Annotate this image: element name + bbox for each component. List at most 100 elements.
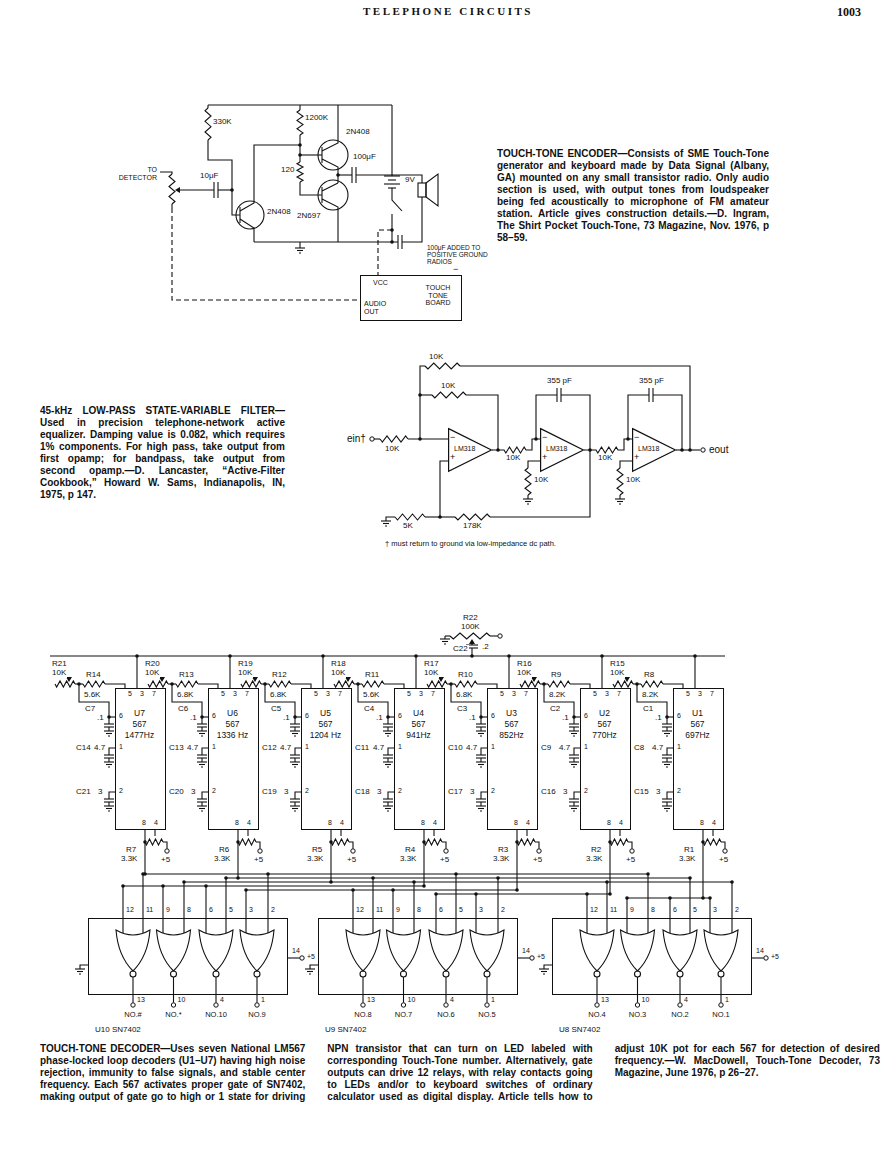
component-label: C22: [452, 645, 469, 654]
ground-symbol: [75, 968, 85, 969]
component-label: 10K: [597, 454, 613, 463]
resistor-symbol: [455, 681, 477, 687]
pin-number: 2: [734, 906, 740, 914]
pin-number: 2: [500, 906, 506, 914]
wire: [300, 182, 322, 195]
wire: [535, 842, 539, 849]
component-label: .2: [481, 643, 490, 652]
wire: [201, 802, 202, 806]
component-label: 8.2K: [641, 691, 659, 700]
pin-number: 12: [125, 906, 135, 914]
component-label: 1200K: [304, 114, 329, 123]
wire: [154, 830, 155, 836]
ground-symbol: [573, 766, 575, 767]
opamp-triangle: LM318−+: [632, 428, 676, 472]
wire: [628, 842, 632, 849]
speaker-symbol: [418, 183, 426, 197]
node-label: 567: [116, 720, 163, 729]
node-label: LM318: [546, 445, 567, 453]
pin-number: 3: [511, 690, 517, 698]
wire: [573, 802, 574, 806]
ground-symbol: [385, 764, 391, 765]
wire: [80, 965, 88, 969]
component-label: 4.7: [93, 744, 106, 753]
pin-number: 4: [449, 996, 455, 1004]
nor-gate-symbol: [346, 930, 380, 971]
junction-dot: [230, 188, 234, 192]
component-label: 10K: [423, 669, 439, 678]
pin-number: 8: [699, 819, 705, 827]
component-label: .1: [189, 714, 198, 723]
pin-number: 7: [337, 690, 343, 698]
pin-number: 5: [127, 690, 133, 698]
resistor-symbol: [703, 839, 721, 845]
terminal: [630, 849, 634, 853]
wire: [666, 727, 667, 731]
resistor-symbol: [238, 839, 256, 845]
wire: [299, 105, 300, 110]
component-label: 3: [190, 788, 196, 797]
output-number: NO.1: [711, 1011, 731, 1019]
wire: [486, 977, 487, 1003]
battery-symbol: [384, 183, 400, 184]
ground-symbol: [664, 764, 670, 765]
node-label: 567: [581, 720, 628, 729]
pin-number: 4: [153, 819, 159, 827]
ground-symbol: [387, 766, 389, 767]
node-label: U10 SN7402: [95, 1026, 141, 1035]
wire: [403, 977, 404, 1003]
node-label: +: [542, 453, 547, 463]
transistor-symbol: [318, 140, 348, 170]
wire: [475, 894, 476, 933]
pin-number: 12: [355, 906, 365, 914]
wire: [386, 517, 395, 521]
junction-dot: [507, 654, 511, 658]
terminal: [255, 1003, 259, 1007]
capacitor-symbol: [290, 798, 300, 799]
wire: [490, 635, 498, 636]
wire: [460, 366, 690, 450]
terminal: [764, 956, 768, 960]
node-label: 567: [395, 720, 442, 729]
component-label: C1: [642, 705, 654, 714]
wire: [387, 802, 388, 806]
node-label: U8 SN7402: [559, 1026, 600, 1035]
pin-number: 1: [304, 743, 310, 751]
wire: [144, 830, 145, 874]
wire: [79, 684, 109, 724]
node-label: TOUCH TONE BOARD: [417, 284, 459, 307]
resistor-symbol: [424, 839, 442, 845]
ground-symbol: [199, 808, 205, 809]
wire: [480, 727, 481, 731]
pin-number: 4: [683, 996, 689, 1004]
wire: [310, 965, 318, 969]
junction-dot: [418, 393, 422, 397]
wire: [294, 802, 295, 806]
node-label: −: [542, 433, 547, 443]
signal-label: TO DETECTOR: [110, 166, 158, 181]
component-label: R6: [218, 846, 230, 855]
capacitor-symbol: [476, 754, 486, 755]
ic-567-box: U3567852Hz: [487, 688, 538, 830]
terminal: [444, 849, 448, 853]
ic-567-box: U55671204 Hz: [301, 688, 352, 830]
ground-symbol: [662, 805, 672, 806]
signal-label: ein†: [346, 433, 367, 444]
ground-symbol: [666, 766, 668, 767]
wire: [201, 727, 202, 731]
wire: [218, 189, 232, 190]
resistor-symbol: [641, 681, 663, 687]
ground-symbol: [478, 764, 484, 765]
capacitor-symbol: [197, 798, 207, 799]
wire: [609, 830, 610, 894]
node-label: 1336 Hz: [209, 731, 256, 740]
node-label: +: [634, 453, 639, 463]
wire: [362, 977, 363, 1003]
resistor-symbol: [205, 108, 211, 140]
ground-symbol: [292, 764, 298, 765]
nor-gate-symbol: [213, 971, 219, 977]
junction-dot: [600, 654, 604, 658]
battery-symbol: [388, 179, 396, 180]
output-number: NO.10: [204, 1011, 228, 1019]
pin-number: 6: [672, 906, 678, 914]
